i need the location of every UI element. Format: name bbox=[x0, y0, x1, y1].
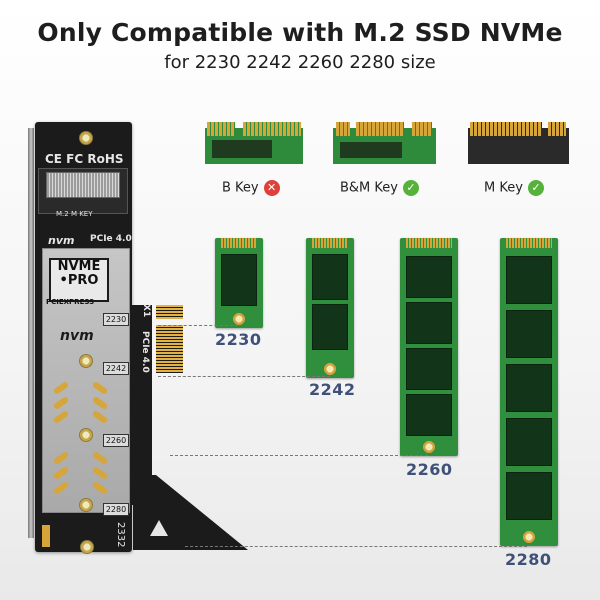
bm-key-pins bbox=[356, 122, 404, 136]
ssd-nand-chip bbox=[312, 304, 348, 350]
guide-line-2260 bbox=[170, 455, 428, 456]
mount-hole-icon bbox=[79, 131, 93, 145]
size-label-2280: 2280 bbox=[505, 550, 552, 569]
ssd-module-2230 bbox=[215, 238, 263, 328]
pcie-gold-contacts bbox=[156, 325, 183, 373]
mount-hole-icon bbox=[79, 428, 93, 442]
ssd-module-2242 bbox=[306, 238, 354, 378]
page-title: Only Compatible with M.2 SSD NVMe bbox=[37, 18, 563, 47]
ssd-nand-chip bbox=[506, 310, 552, 358]
mount-hole-icon bbox=[522, 530, 536, 544]
bm-key-pins bbox=[336, 122, 350, 136]
ssd-nand-chip bbox=[506, 364, 552, 412]
check-icon: ✓ bbox=[527, 180, 544, 196]
guide-line-2230 bbox=[158, 325, 238, 326]
mount-hole-icon bbox=[422, 440, 436, 454]
warning-triangle-icon bbox=[150, 520, 168, 536]
serial-number: 2332 bbox=[115, 522, 126, 548]
ssd-gold-pins bbox=[506, 238, 552, 248]
board-size-2260: 2260 bbox=[103, 434, 129, 447]
ssd-nand-chip bbox=[406, 348, 452, 390]
nvm-brand-mark-2: nvm bbox=[60, 328, 94, 344]
adapter-pcb-tab bbox=[132, 305, 152, 505]
key-label-b: B Key✕ bbox=[222, 180, 280, 196]
ssd-nand-chip bbox=[406, 256, 452, 298]
ssd-gold-pins bbox=[406, 238, 452, 248]
ssd-nand-chip bbox=[312, 254, 348, 300]
bracket-strip bbox=[28, 128, 34, 538]
key-label-text: B Key bbox=[222, 180, 259, 196]
m-key-pins bbox=[548, 122, 566, 136]
mount-hole-icon bbox=[323, 362, 337, 376]
b-key-pins bbox=[207, 122, 235, 136]
x-icon: ✕ bbox=[263, 180, 280, 196]
ssd-nand-chip bbox=[506, 256, 552, 304]
pciexpress-label: PCIEXPRESS bbox=[46, 298, 95, 306]
guide-line-2242 bbox=[158, 376, 330, 377]
b-key-pins bbox=[243, 122, 301, 136]
logo-line-2: •PRO bbox=[59, 273, 99, 288]
m-key-pins bbox=[470, 122, 542, 136]
b-key-chip bbox=[212, 140, 272, 158]
mount-hole-icon bbox=[80, 540, 94, 554]
x1-gold-contacts bbox=[156, 305, 183, 319]
page-subtitle: for 2230 2242 2260 2280 size bbox=[164, 52, 436, 73]
guide-line-2280 bbox=[185, 546, 527, 547]
ssd-gold-pins bbox=[312, 238, 348, 248]
size-label-2230: 2230 bbox=[215, 330, 262, 349]
pcie-label-top: PCIe 4.0 bbox=[90, 234, 132, 244]
ssd-nand-chip bbox=[506, 418, 552, 466]
mount-hole-icon bbox=[79, 354, 93, 368]
ssd-nand-chip bbox=[506, 472, 552, 520]
board-size-2280: 2280 bbox=[103, 503, 129, 516]
ssd-module-2280 bbox=[500, 238, 558, 546]
board-size-2242: 2242 bbox=[103, 362, 129, 375]
logo-line-1: NVME bbox=[57, 259, 101, 274]
pcie-label-side: PCIe 4.0 bbox=[140, 331, 150, 373]
size-label-2260: 2260 bbox=[406, 460, 453, 479]
m2-slot-pins bbox=[46, 172, 120, 198]
ssd-module-2260 bbox=[400, 238, 458, 456]
nvme-pro-logo: NVME •PRO bbox=[49, 258, 109, 302]
ssd-nand-chip bbox=[221, 254, 257, 306]
mount-hole-icon bbox=[232, 312, 246, 326]
led-indicator bbox=[42, 525, 50, 547]
mount-hole-icon bbox=[79, 498, 93, 512]
bm-key-pins bbox=[412, 122, 432, 136]
ssd-nand-chip bbox=[406, 302, 452, 344]
check-icon: ✓ bbox=[402, 180, 419, 196]
cert-marks: CE FC RoHS bbox=[45, 152, 124, 166]
adapter-pcb-foot bbox=[133, 475, 248, 550]
m2-key-label: M.2 M KEY bbox=[56, 210, 93, 218]
size-label-2242: 2242 bbox=[309, 380, 356, 399]
x1-label: X1 bbox=[141, 304, 151, 318]
bm-key-chip bbox=[340, 142, 402, 158]
ssd-gold-pins bbox=[221, 238, 257, 248]
key-label-text: M Key bbox=[484, 180, 523, 196]
key-label-bm: B&M Key✓ bbox=[340, 180, 419, 196]
ssd-nand-chip bbox=[406, 394, 452, 436]
key-label-m: M Key✓ bbox=[484, 180, 544, 196]
key-label-text: B&M Key bbox=[340, 180, 398, 196]
nvm-brand-mark: nvm bbox=[48, 234, 75, 247]
board-size-2230: 2230 bbox=[103, 313, 129, 326]
